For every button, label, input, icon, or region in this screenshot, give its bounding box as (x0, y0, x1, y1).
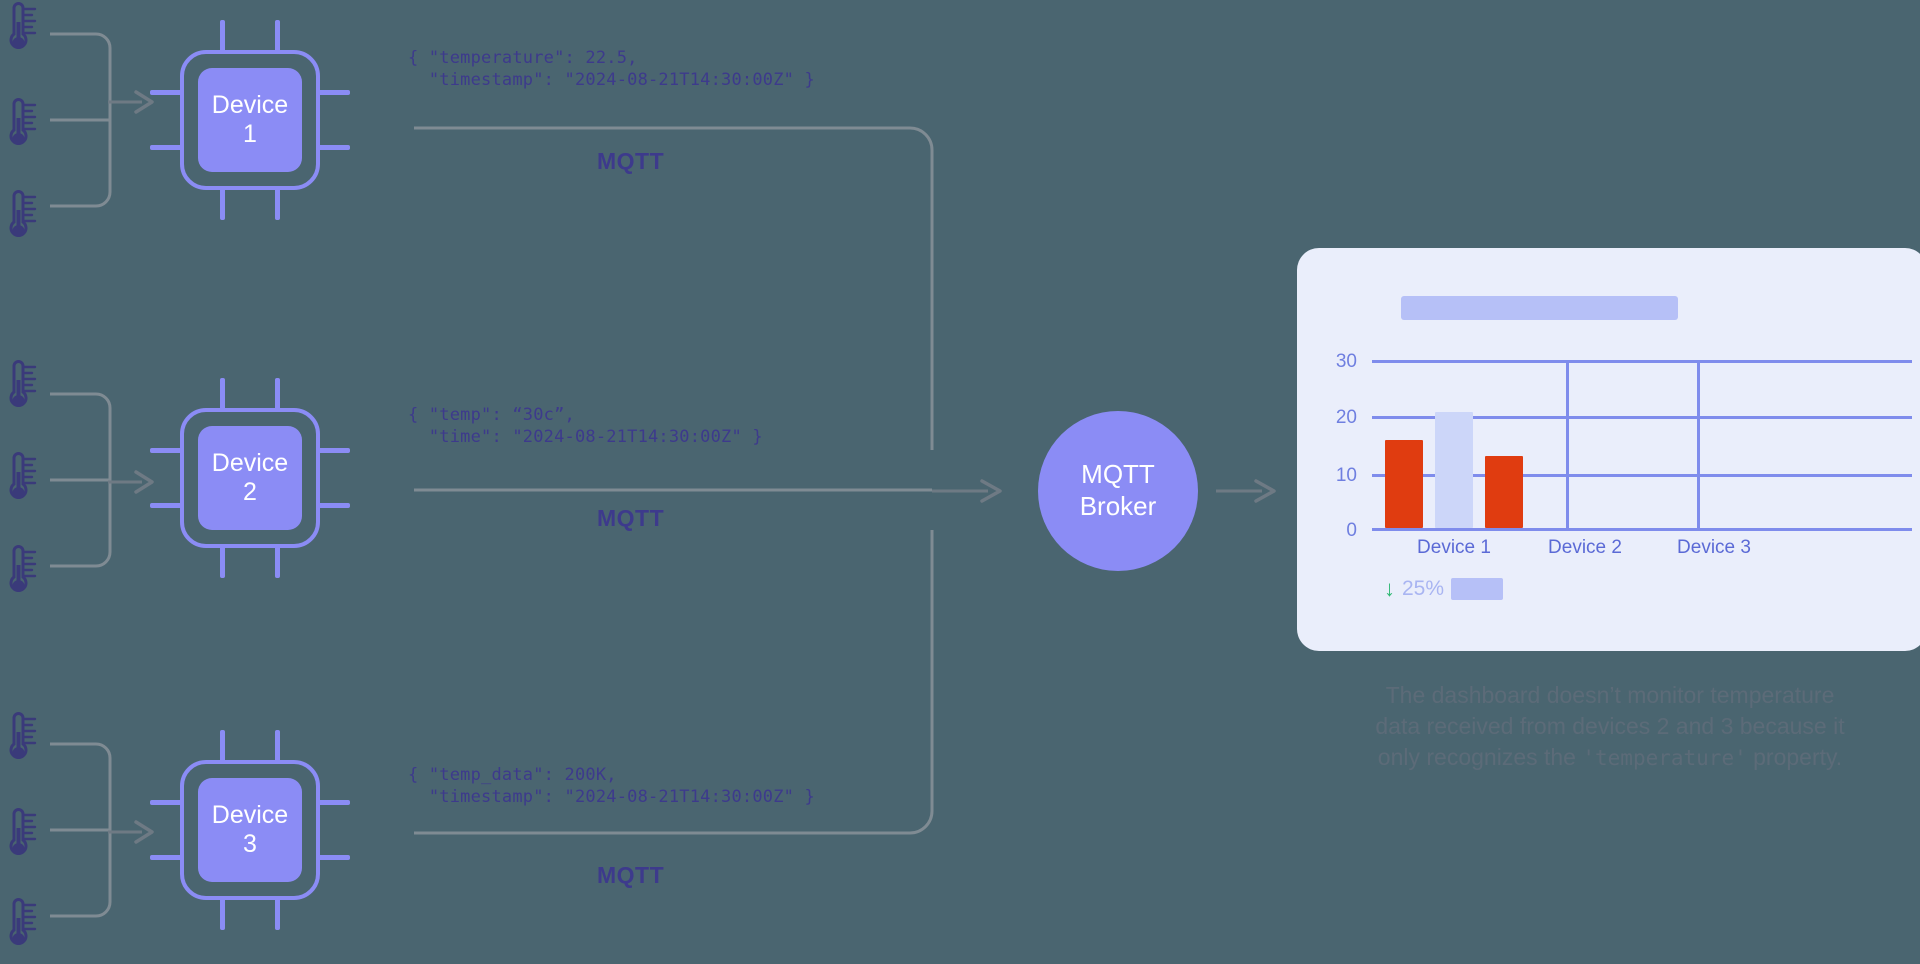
device-name: Device (211, 801, 289, 830)
bar-device1-b (1435, 412, 1473, 528)
chip-pin (220, 730, 225, 762)
chip-pin (220, 898, 225, 930)
caption-property-name: 'temperature' (1582, 745, 1747, 770)
chip-pin (275, 898, 280, 930)
bar-device1-c (1485, 456, 1523, 528)
sensor-to-device-arrow (108, 820, 154, 844)
thermometer-icon (4, 2, 38, 56)
chip-pin (220, 546, 225, 578)
dashboard-title-placeholder (1401, 296, 1678, 320)
chip-outline (180, 760, 320, 900)
chip-pin (275, 20, 280, 52)
device-number: 2 (243, 478, 257, 506)
legend-swatch (1451, 578, 1504, 600)
caption-text: The dashboard doesn’t monitor temperatur… (1290, 680, 1920, 772)
x-axis-tick-device-2: Device 2 (1548, 537, 1622, 558)
sensor-to-device-arrow (108, 470, 154, 494)
thermometer-icon (4, 712, 38, 766)
chip-pin (150, 145, 182, 150)
chip-pin (220, 188, 225, 220)
legend-value: 25% (1402, 577, 1445, 600)
gridline-horizontal (1372, 360, 1912, 363)
device-number: 3 (243, 830, 257, 858)
chip-pin (318, 145, 350, 150)
thermometer-icon (4, 545, 38, 599)
chip-pin (150, 90, 182, 95)
trend-down-icon: ↓ (1384, 576, 1395, 601)
device-number: 1 (243, 120, 257, 148)
y-axis-tick: 10 (1335, 465, 1357, 486)
chip-pin (150, 503, 182, 508)
protocol-label-3: MQTT (597, 862, 665, 888)
chip-pin (220, 378, 225, 410)
caption-line-3-prefix: only recognizes the (1377, 743, 1583, 770)
broker-subtitle: Broker (1079, 491, 1157, 521)
chip-pin (318, 90, 350, 95)
bus-to-broker-arrow (932, 479, 1002, 503)
thermometer-icon (4, 98, 38, 152)
y-axis-tick: 20 (1335, 407, 1357, 428)
chip-pin (150, 855, 182, 860)
payload-json-2: { "temp": “30c”, "time": "2024-08-21T14:… (408, 405, 763, 447)
x-axis-line (1372, 528, 1912, 531)
chip-pin (275, 730, 280, 762)
chip-pin (220, 20, 225, 52)
mqtt-bus-routing (414, 126, 934, 835)
device-name: Device (211, 449, 289, 478)
payload-json-1: { "temperature": 22.5, "timestamp": "202… (408, 48, 815, 90)
device-name: Device (211, 91, 289, 120)
x-axis-tick-device-3: Device 3 (1677, 537, 1751, 558)
chip-outline (180, 50, 320, 190)
payload-json-3: { "temp_data": 200K, "timestamp": "2024-… (408, 765, 815, 807)
chip-pin (318, 855, 350, 860)
chip-pin (318, 800, 350, 805)
chart-legend: ↓ 25% (1384, 576, 1504, 602)
chip-pin (150, 800, 182, 805)
sensor-to-device-arrow (108, 90, 154, 114)
chip-pin (318, 448, 350, 453)
caption-line-3-suffix: property. (1746, 743, 1843, 770)
bar-device1-a (1385, 440, 1423, 528)
x-axis-tick-device-1: Device 1 (1417, 537, 1491, 558)
chip-pin (275, 188, 280, 220)
broker-title: MQTT (1081, 459, 1155, 490)
broker-to-dashboard-arrow (1216, 479, 1276, 503)
dashboard-card[interactable]: 30 20 10 0 Device 1 Device 2 Device 3 ↓ … (1297, 248, 1920, 651)
sensor-bundle-connector (50, 32, 112, 208)
thermometer-icon (4, 808, 38, 862)
sensor-bundle-connector (50, 742, 112, 918)
chip-pin (275, 378, 280, 410)
caption-line-1: The dashboard doesn’t monitor temperatur… (1385, 682, 1835, 708)
thermometer-icon (4, 360, 38, 414)
chip-pin (318, 503, 350, 508)
y-axis-tick: 30 (1335, 351, 1357, 372)
protocol-label-2: MQTT (597, 505, 665, 531)
mqtt-broker-node[interactable]: MQTT Broker (1038, 411, 1198, 571)
y-axis-tick: 0 (1346, 520, 1357, 541)
caption-line-3: only recognizes the 'temperature' proper… (1290, 742, 1920, 773)
gridline-horizontal (1372, 474, 1912, 477)
gridline-vertical (1566, 360, 1569, 530)
thermometer-icon (4, 898, 38, 952)
chip-outline (180, 408, 320, 548)
chip-pin (275, 546, 280, 578)
chip-pin (150, 448, 182, 453)
thermometer-icon (4, 190, 38, 244)
thermometer-icon (4, 452, 38, 506)
sensor-bundle-connector (50, 392, 112, 568)
caption-line-2: data received from devices 2 and 3 becau… (1375, 712, 1845, 739)
gridline-vertical (1697, 360, 1700, 530)
protocol-label-1: MQTT (597, 148, 665, 174)
gridline-horizontal (1372, 416, 1912, 419)
